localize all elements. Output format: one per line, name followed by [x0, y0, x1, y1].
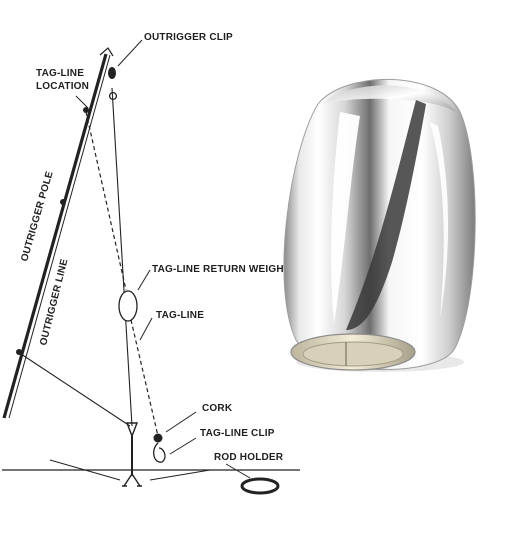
rod-holder-label: ROD HOLDER: [214, 452, 284, 463]
rod-holder-ring: [240, 477, 280, 495]
tag-line-location-label-line1: TAG-LINE: [36, 68, 84, 79]
cork: [153, 433, 163, 443]
leader-lines: [75, 39, 251, 479]
tag-line-location-marker: [16, 107, 89, 355]
rod-holder-post: [122, 422, 142, 487]
chrome-weight-photo: [283, 79, 476, 372]
ground-line: [2, 459, 300, 481]
outrigger-clip: [108, 67, 118, 101]
tag-line-clip: [152, 442, 166, 463]
outrigger-pole: [2, 47, 114, 419]
outrigger-line: [17, 87, 133, 427]
diagram: OUTRIGGER CLIP TAG-LINE LOCATION OUTRIGG…: [2, 32, 300, 495]
outrigger-clip-label: OUTRIGGER CLIP: [144, 32, 233, 43]
cork-label: CORK: [202, 403, 233, 414]
tag-line-return-weight-label: TAG-LINE RETURN WEIGHT: [152, 264, 290, 275]
tag-line-clip-label: TAG-LINE CLIP: [200, 428, 275, 439]
tag-line-return-weight: [118, 290, 138, 322]
tag-line-dashed: [85, 111, 159, 437]
tag-line-label: TAG-LINE: [156, 310, 204, 321]
outrigger-line-label: OUTRIGGER LINE: [38, 258, 70, 347]
tag-line-location-label-line2: LOCATION: [36, 81, 89, 92]
